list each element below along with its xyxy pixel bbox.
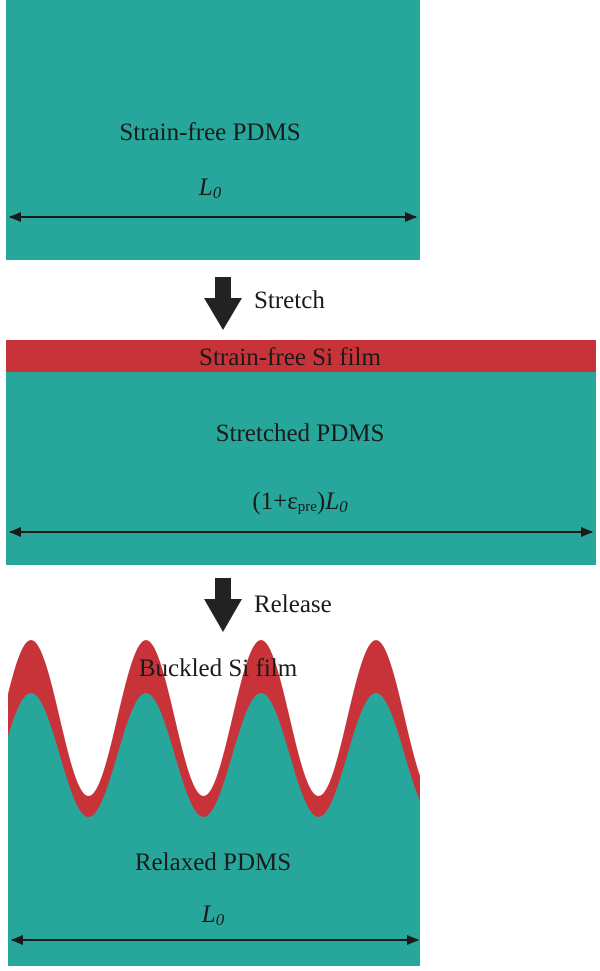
stretch-step-arrow (204, 277, 242, 330)
buckled-panel (8, 640, 420, 966)
release-label: Release (254, 591, 332, 618)
panel3-length-label: L0 (201, 901, 225, 929)
stretch-label: Stretch (254, 287, 325, 314)
panel2-title: Stretched PDMS (216, 420, 385, 447)
panel1-length-label: L0 (198, 174, 222, 202)
si-film-strain-free (6, 340, 596, 372)
pdms-block-relaxed (8, 693, 420, 966)
panel1-title: Strain-free PDMS (119, 119, 300, 146)
panel2-length-label: (1+εpre)L0 (252, 488, 348, 516)
panel2-film-label: Strain-free Si film (199, 344, 381, 371)
pdms-block-stretched (6, 372, 596, 565)
panel3-film-label: Buckled Si film (139, 655, 298, 682)
panel3-title: Relaxed PDMS (135, 849, 291, 876)
release-step-arrow (204, 578, 242, 632)
